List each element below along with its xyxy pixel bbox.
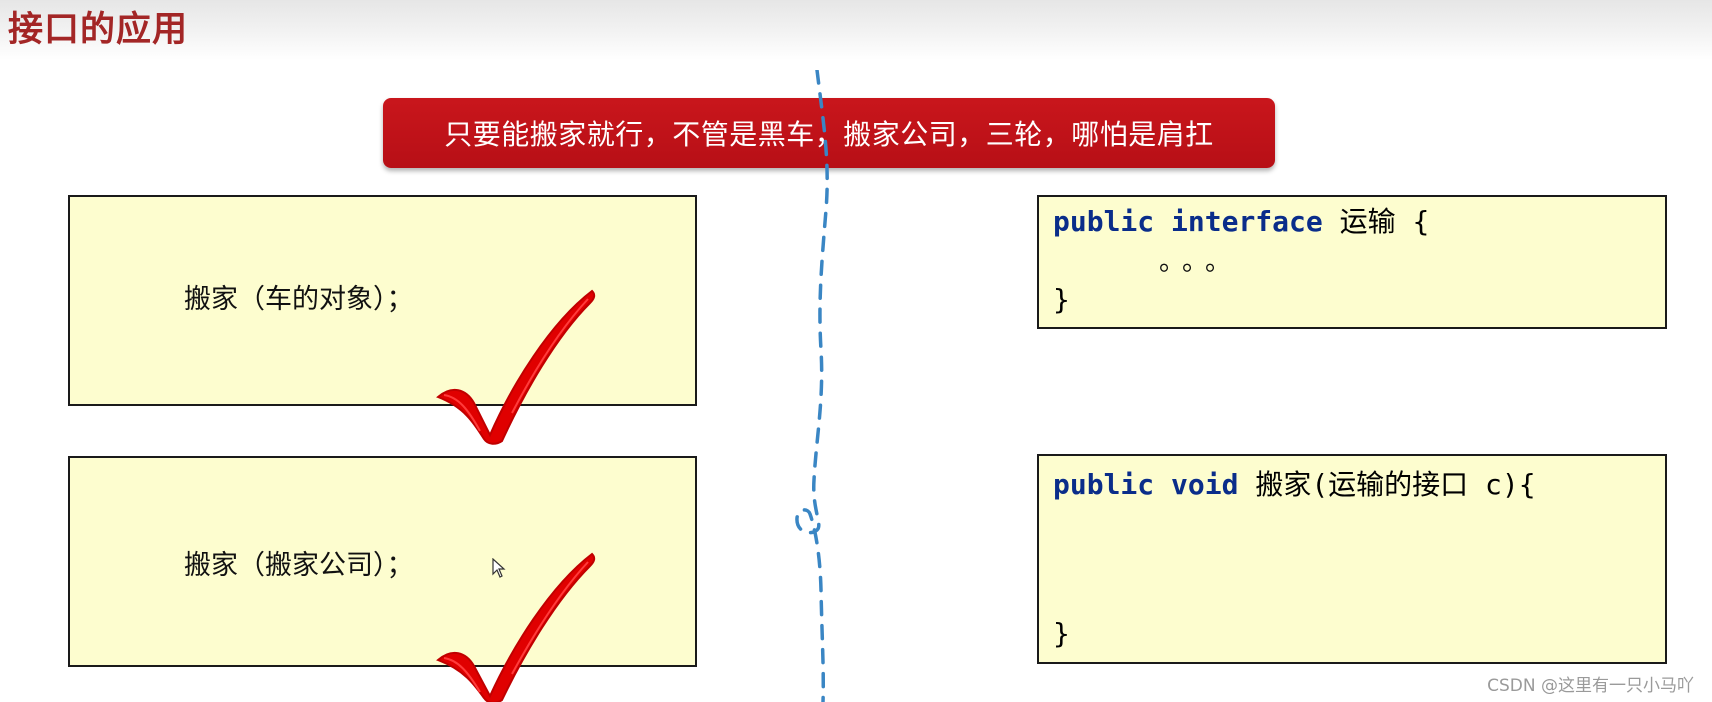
requirement-banner: 只要能搬家就行，不管是黑车，搬家公司，三轮，哪怕是肩扛	[383, 98, 1275, 168]
keyword-void: void	[1171, 468, 1239, 501]
dashed-divider	[795, 70, 829, 702]
interface-name: 运输 {	[1339, 205, 1430, 238]
method-signature: 搬家(运输的接口 c){	[1255, 468, 1536, 501]
interface-declaration-line: public interface 运输 {	[1053, 202, 1429, 242]
mouse-cursor-icon	[492, 558, 506, 578]
interface-close-brace: }	[1053, 283, 1070, 316]
method-close-brace: }	[1053, 617, 1070, 650]
watermark: CSDN @这里有一只小马吖	[1487, 676, 1694, 696]
keyword-public: public	[1053, 468, 1155, 501]
interface-code-box: public interface 运输 { 。。。 }	[1037, 195, 1667, 329]
call-text-car: 搬家（车的对象）；	[184, 284, 414, 315]
method-signature-line: public void 搬家(运输的接口 c){	[1053, 465, 1536, 505]
red-checkmark-icon	[436, 552, 596, 702]
keyword-public: public	[1053, 205, 1155, 238]
call-box-company: 搬家（搬家公司）；	[68, 456, 697, 667]
method-code-box: public void 搬家(运输的接口 c){ }	[1037, 454, 1667, 664]
ellipsis-dots: 。。。	[1159, 247, 1242, 277]
red-checkmark-icon	[436, 289, 596, 445]
call-text-company: 搬家（搬家公司）；	[184, 550, 414, 581]
keyword-interface: interface	[1171, 205, 1323, 238]
slide-title: 接口的应用	[8, 10, 189, 50]
call-box-car: 搬家（车的对象）；	[68, 195, 697, 406]
title-bar	[0, 0, 1712, 60]
